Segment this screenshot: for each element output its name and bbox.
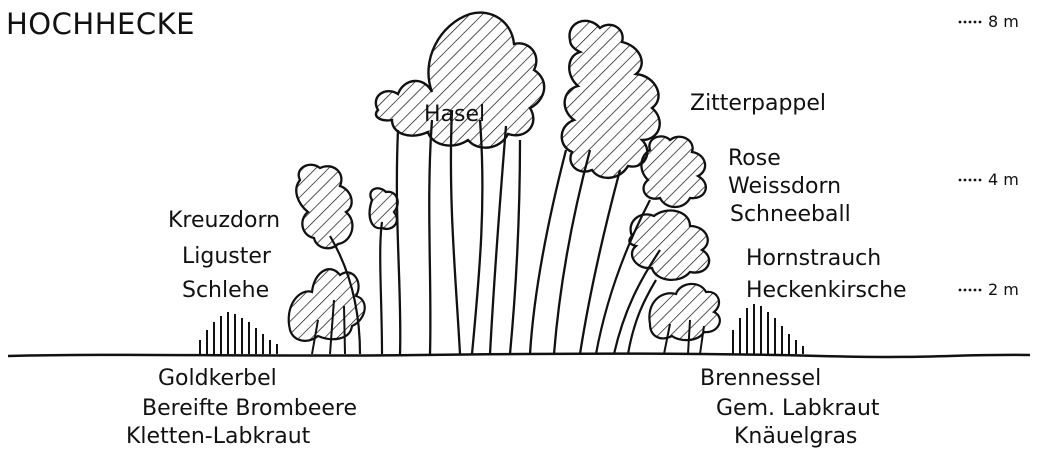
label-schlehe: Schlehe	[182, 280, 269, 302]
label-knaeuelgras: Knäuelgras	[734, 426, 857, 448]
scale-label-8m: 8 m	[988, 14, 1019, 30]
label-rose: Rose	[728, 148, 781, 170]
label-goldkerbel: Goldkerbel	[158, 368, 277, 390]
scale-label-4m: 4 m	[988, 172, 1019, 188]
scale-dots	[959, 21, 982, 292]
label-weissdorn: Weissdorn	[728, 176, 841, 198]
grass-tuft-right	[733, 304, 803, 354]
small-bush-right	[649, 284, 719, 354]
label-liguster: Liguster	[182, 246, 271, 268]
label-heckenkirsche: Heckenkirsche	[746, 280, 907, 302]
label-hasel: Hasel	[424, 104, 485, 126]
label-schneeball: Schneeball	[730, 204, 851, 226]
scale-label-2m: 2 m	[988, 282, 1019, 298]
small-bush-left	[289, 269, 365, 354]
grass-tuft-left	[200, 312, 277, 354]
label-gem-labkraut: Gem. Labkraut	[716, 398, 880, 420]
bush-zitterpappel	[530, 21, 660, 354]
label-bereifte-brombeere: Bereifte Brombeere	[142, 398, 357, 420]
label-kreuzdorn: Kreuzdorn	[168, 210, 280, 232]
label-zitterpappel: Zitterpappel	[690, 93, 826, 115]
ground-line	[8, 354, 1030, 357]
diagram-title: HOCHHECKE	[6, 10, 195, 39]
label-brennessel: Brennessel	[700, 368, 821, 390]
label-kletten-labkraut: Kletten-Labkraut	[126, 426, 310, 448]
bush-hasel	[376, 13, 544, 354]
label-hornstrauch: Hornstrauch	[746, 248, 881, 270]
